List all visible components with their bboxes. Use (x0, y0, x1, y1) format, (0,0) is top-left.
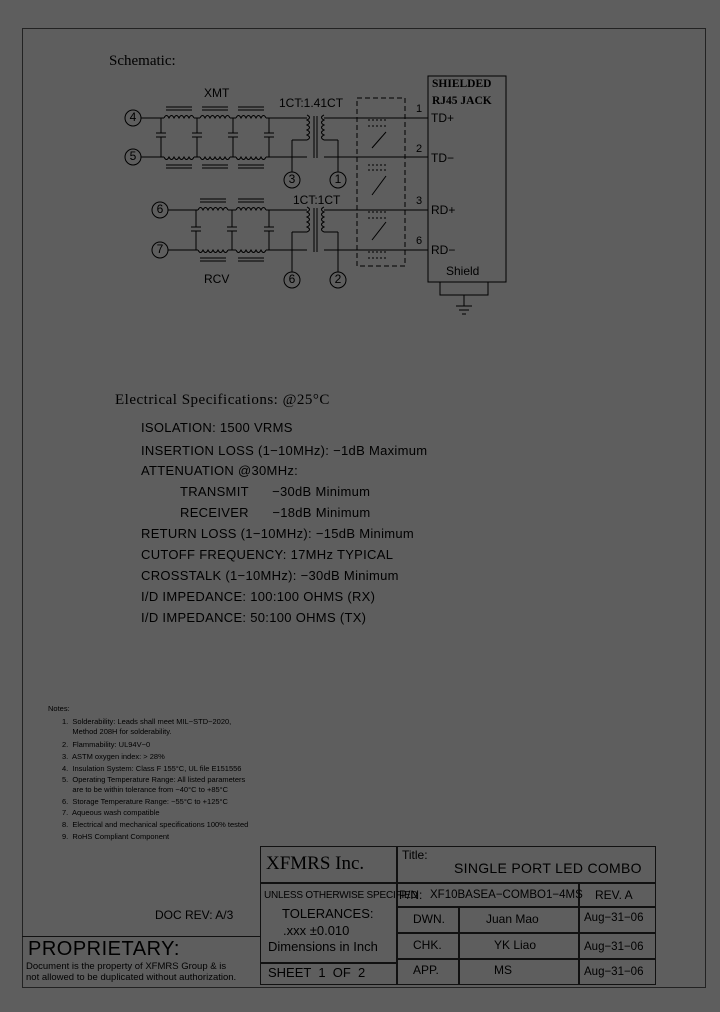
spec-impedance-rx: I/D IMPEDANCE: 100:100 OHMS (RX) (141, 589, 376, 604)
company-cell (260, 846, 398, 884)
bottom-pin-6-label: 6 (288, 272, 296, 286)
tx-turns-ratio: 1CT:1.41CT (279, 96, 344, 110)
app-name-cell (458, 958, 580, 985)
note-line: are to be within tolerance from −40°C to… (62, 785, 229, 794)
jack-pin-1-number: 1 (416, 103, 423, 115)
spec-insertion-loss: INSERTION LOSS (1−10MHz): −1dB Maximum (141, 443, 428, 458)
schematic-diagram (124, 75, 507, 315)
checked-by: YK Liao (494, 938, 537, 952)
spec-cutoff-frequency: CUTOFF FREQUENCY: 17MHz TYPICAL (141, 547, 394, 562)
proprietary-heading: PROPRIETARY: (28, 938, 180, 960)
tolerance-value: .xxx ±0.010 (283, 923, 350, 938)
chk-name-cell (458, 932, 580, 960)
drawn-date: Aug−31−06 (584, 912, 644, 924)
spec-attenuation: ATTENUATION @30MHz: (141, 463, 299, 478)
tolerance-cell (260, 882, 398, 964)
drawing-sheet-border (22, 28, 706, 988)
chk-label-cell (396, 932, 460, 960)
rx-turns-ratio: 1CT:1CT (293, 193, 341, 207)
dimensions-unit: Dimensions in Inch (268, 939, 378, 954)
spec-return-loss: RETURN LOSS (1−10MHz): −15dB Minimum (141, 526, 415, 541)
jack-pin-2-signal: TD− (431, 151, 455, 165)
xmt-label: XMT (204, 86, 230, 100)
revision: REV. A (595, 888, 633, 902)
jack-pin-2-number: 2 (416, 143, 423, 155)
dwn-date-cell (578, 906, 656, 934)
jack-pin-1-signal: TD+ (431, 111, 455, 125)
left-pin-6-label: 6 (156, 202, 164, 216)
app-date-cell (578, 958, 656, 985)
note-line: 7. Aqueous wash compatible (62, 808, 160, 817)
note-line: 9. RoHS Compliant Component (62, 832, 170, 841)
chk-label: CHK. (413, 938, 442, 952)
dwn-label-cell (396, 906, 460, 934)
note-line: 4. Insulation System: Class F 155°C, UL … (62, 764, 242, 773)
company-name: XFMRS Inc. (266, 853, 365, 874)
note-line: 2. Flammability: UL94V−0 (62, 740, 151, 749)
proprietary-cell (22, 936, 261, 984)
dwn-name-cell (458, 906, 580, 934)
note-line: Method 208H for solderability. (62, 727, 172, 736)
app-label-cell (396, 958, 460, 985)
bottom-pin-2-label: 2 (334, 272, 342, 286)
spec-impedance-tx: I/D IMPEDANCE: 50:100 OHMS (TX) (141, 610, 367, 625)
drawn-by: Juan Mao (486, 912, 539, 926)
note-line: 5. Operating Temperature Range: All list… (62, 775, 246, 784)
unless-otherwise-specified: UNLESS OTHERWISE SPECIFIED (264, 890, 418, 901)
part-number: XF10BASEA−COMBO1−4MS (430, 889, 583, 901)
approved-date: Aug−31−06 (584, 966, 644, 978)
bottom-pin-3-label: 3 (288, 172, 296, 186)
drawing-title: SINGLE PORT LED COMBO (454, 860, 642, 876)
approved-by: MS (494, 963, 512, 977)
note-line: 8. Electrical and mechanical specificati… (62, 820, 249, 829)
pn-cell (396, 882, 580, 908)
left-pin-5-label: 5 (129, 149, 137, 163)
doc-revision: DOC REV: A/3 (155, 908, 234, 922)
note-line: 6. Storage Temperature Range: −55°C to +… (62, 797, 228, 806)
jack-title-line2: RJ45 JACK (432, 95, 492, 107)
spec-transmit: TRANSMIT −30dB Minimum (180, 484, 371, 499)
notes-heading: Notes: (48, 704, 70, 713)
left-pin-7-label: 7 (156, 242, 164, 256)
proprietary-line2: not allowed to be duplicated without aut… (26, 972, 237, 983)
sheet-number: SHEET 1 OF 2 (268, 965, 366, 980)
schematic-heading: Schematic: (109, 53, 176, 69)
jack-pin-3-number: 3 (416, 195, 423, 207)
jack-pin-6-signal: RD− (431, 243, 456, 257)
note-line: 3. ASTM oxygen index: > 28% (62, 752, 165, 761)
pn-label: P/N: (399, 888, 423, 902)
app-label: APP. (413, 963, 439, 977)
shield-label: Shield (446, 264, 480, 278)
left-pin-4-label: 4 (129, 110, 137, 124)
jack-pin-6-number: 6 (416, 235, 423, 247)
jack-title-line1: SHIELDED (432, 78, 492, 90)
spec-isolation: ISOLATION: 1500 VRMS (141, 420, 293, 435)
title-label: Title: (402, 848, 428, 862)
title-cell (396, 846, 656, 884)
note-line: 1. Solderability: Leads shall meet MIL−S… (62, 717, 232, 726)
specs-heading: Electrical Specifications: @25°C (115, 392, 330, 408)
tolerances-label: TOLERANCES: (282, 906, 374, 921)
spec-crosstalk: CROSSTALK (1−10MHz): −30dB Minimum (141, 568, 399, 583)
checked-date: Aug−31−06 (584, 941, 644, 953)
rev-cell (578, 882, 656, 908)
spec-receiver: RECEIVER −18dB Minimum (180, 505, 371, 520)
chk-date-cell (578, 932, 656, 960)
proprietary-line1: Document is the property of XFMRS Group … (26, 961, 227, 972)
jack-pin-3-signal: RD+ (431, 203, 456, 217)
rcv-label: RCV (204, 272, 230, 286)
dwn-label: DWN. (413, 912, 445, 926)
bottom-pin-1-label: 1 (334, 172, 342, 186)
